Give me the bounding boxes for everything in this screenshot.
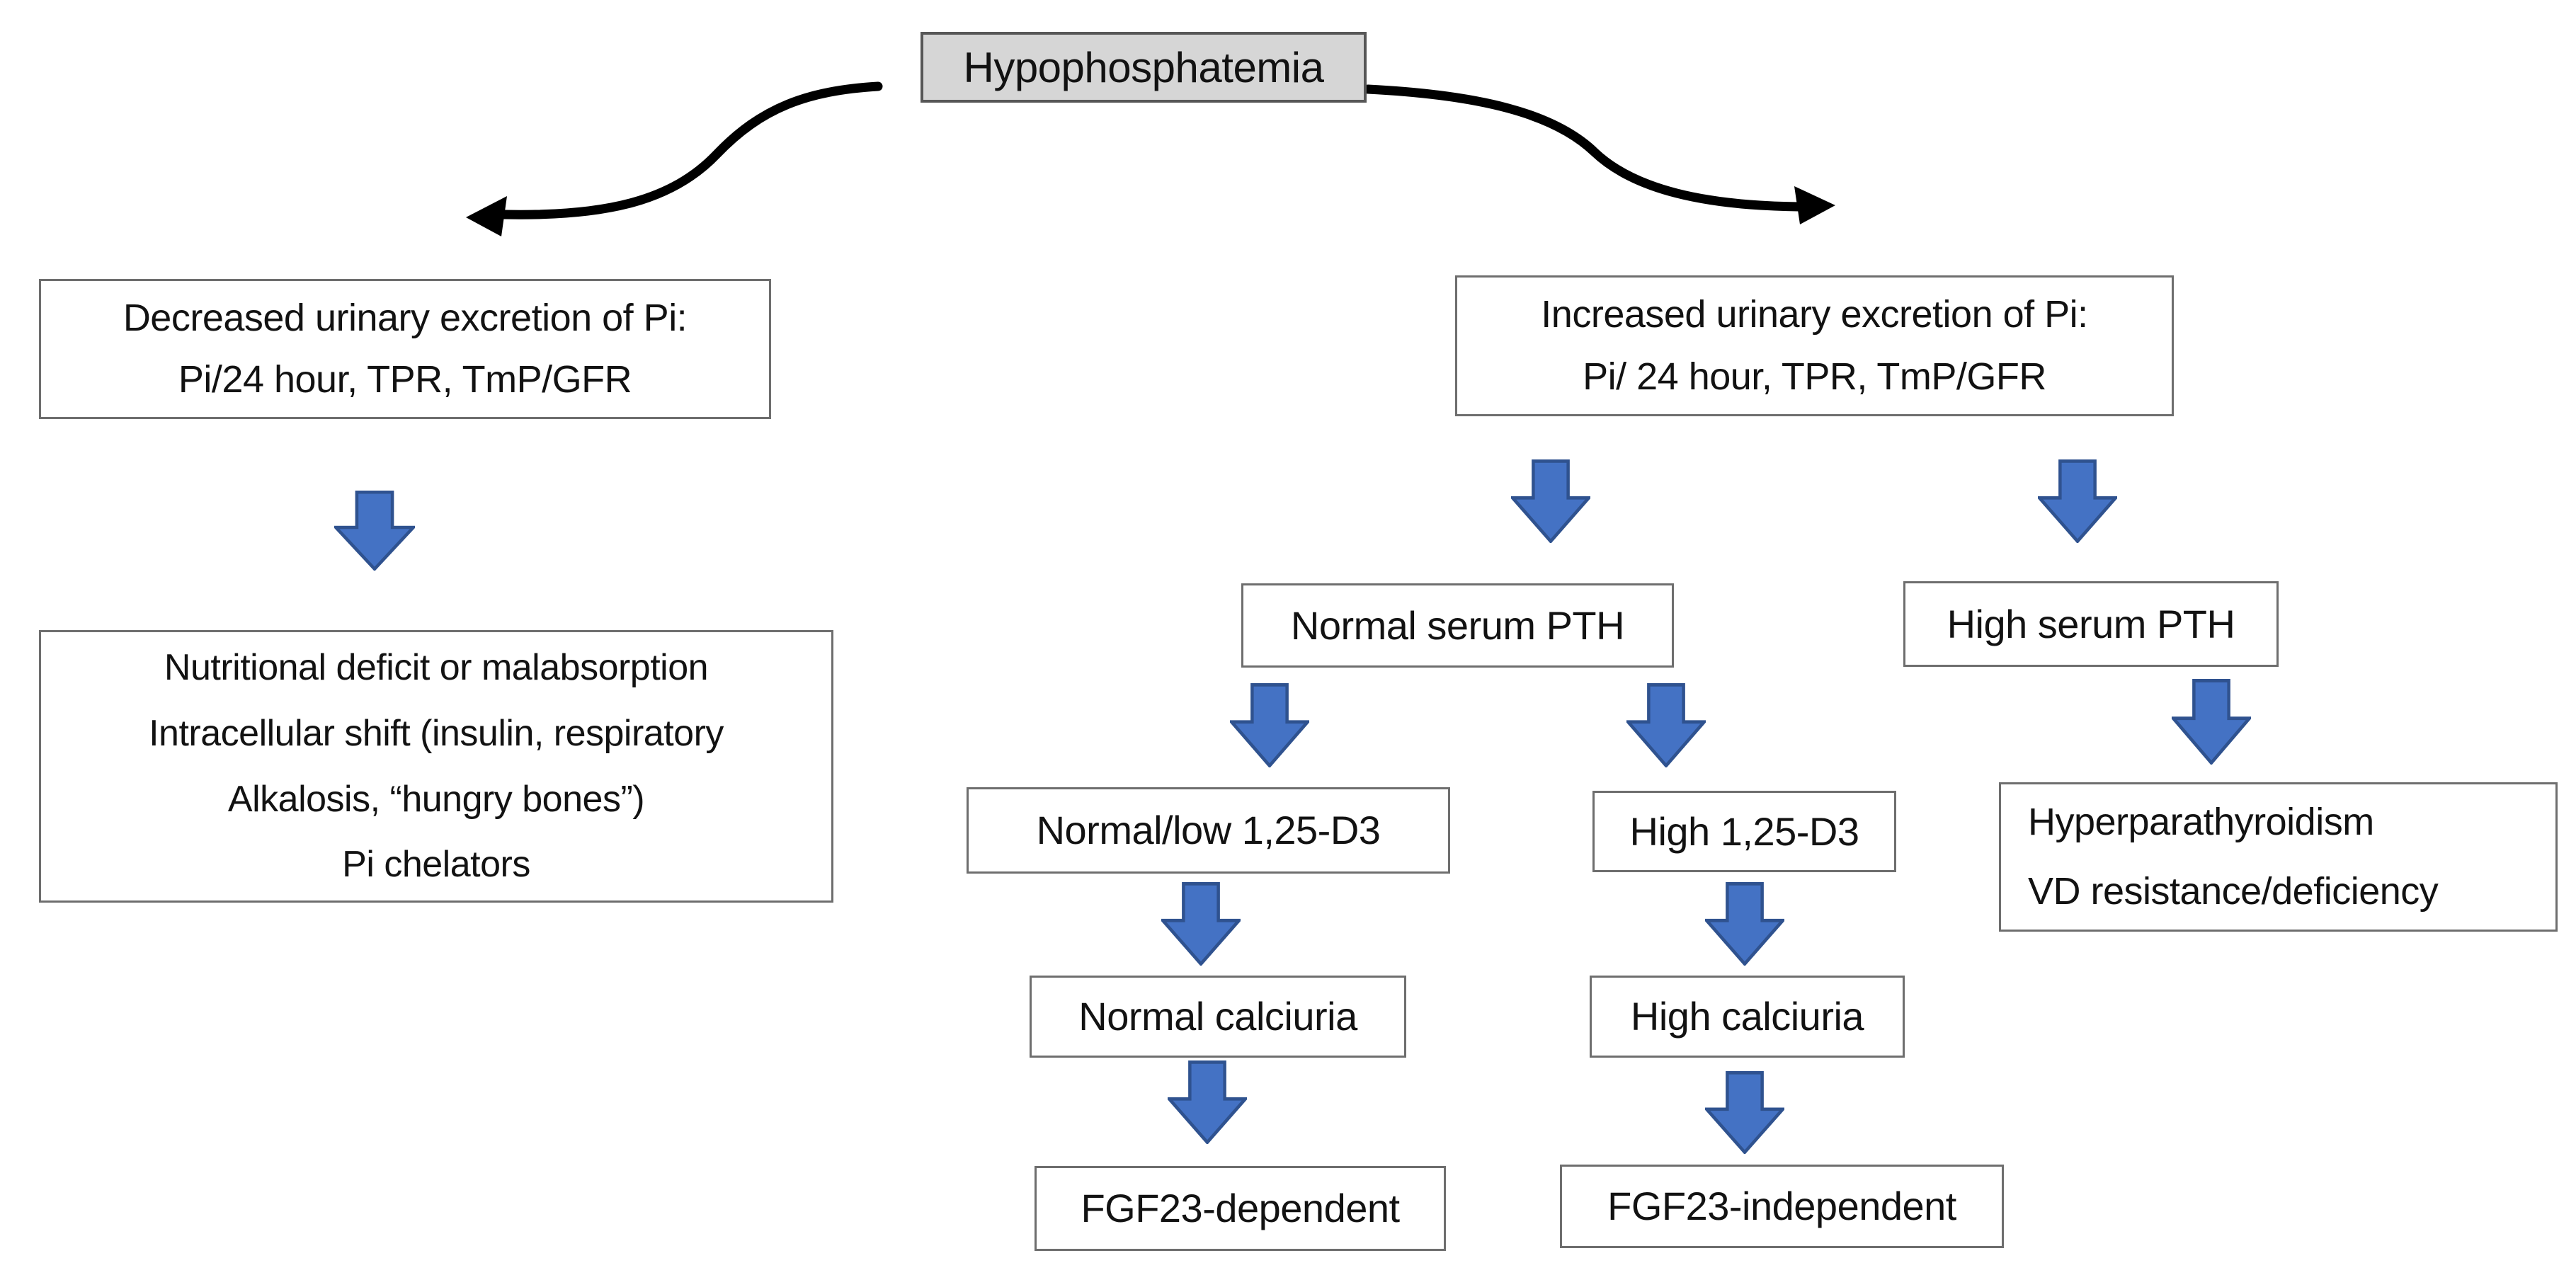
down-arrow-icon-normal-pth-to-high-d3	[1626, 683, 1706, 767]
node-hypophosphatemia: Hypophosphatemia	[921, 32, 1367, 103]
node-nutritional-deficit-causes: Nutritional deficit or malabsorption Int…	[39, 630, 833, 903]
node-fgf23-independent: FGF23-independent	[1560, 1165, 2004, 1248]
down-arrow-icon-normal-pth-to-normal-low-d3	[1230, 683, 1309, 767]
node-normal-low-125-d3: Normal/low 1,25-D3	[967, 787, 1450, 874]
curved-arrow-right-icon	[1363, 84, 1835, 224]
curved-arrow-left-icon	[466, 81, 883, 236]
node-normal-calciuria: Normal calciuria	[1030, 976, 1406, 1058]
down-arrow-icon-normal-calciuria-to-fgf23-dependent	[1168, 1060, 1247, 1144]
down-arrow-icon-normal-low-d3-to-normal-calciuria	[1161, 882, 1241, 966]
down-arrow-icon-high-pth-to-hyperparathyroidism	[2172, 679, 2251, 765]
down-arrow-icon-decreased-to-nutritional	[334, 491, 415, 571]
node-high-calciuria: High calciuria	[1590, 976, 1905, 1058]
down-arrow-icon-high-d3-to-high-calciuria	[1705, 882, 1784, 966]
node-high-serum-pth: High serum PTH	[1903, 581, 2279, 667]
node-normal-serum-pth: Normal serum PTH	[1241, 583, 1674, 668]
node-fgf23-dependent: FGF23-dependent	[1035, 1166, 1446, 1251]
down-arrow-icon-increased-to-normal-pth	[1511, 459, 1590, 543]
node-increased-urinary-excretion: Increased urinary excretion of Pi: Pi/ 2…	[1455, 275, 2174, 416]
node-decreased-urinary-excretion: Decreased urinary excretion of Pi: Pi/24…	[39, 279, 771, 419]
node-hyperparathyroidism: Hyperparathyroidism VD resistance/defici…	[1999, 782, 2558, 932]
node-high-125-d3: High 1,25-D3	[1592, 791, 1896, 872]
down-arrow-icon-increased-to-high-pth	[2038, 459, 2117, 543]
down-arrow-icon-high-calciuria-to-fgf23-independent	[1705, 1071, 1784, 1154]
